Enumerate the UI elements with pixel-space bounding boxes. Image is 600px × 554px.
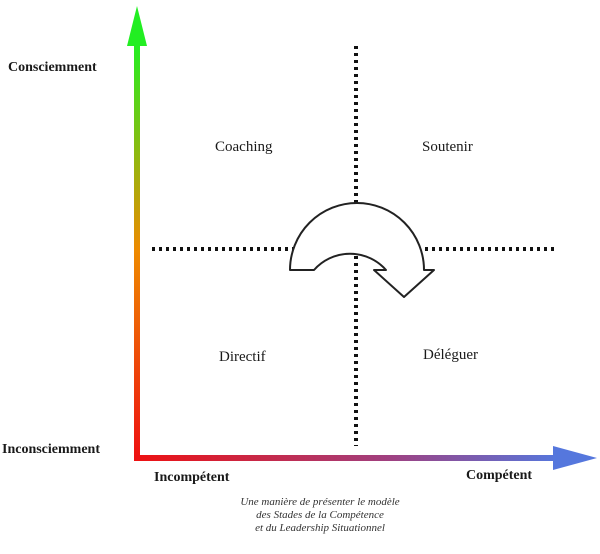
- horizontal-axis: [134, 446, 597, 470]
- vertical-axis: [127, 6, 147, 458]
- clockwise-arc-arrow-icon: [289, 202, 435, 298]
- caption-line-3: et du Leadership Situationnel: [255, 522, 385, 534]
- axis-label-consciemment: Consciemment: [8, 60, 97, 75]
- diagram-caption: Une manière de présenter le modèle des S…: [200, 496, 440, 535]
- caption-line-2: des Stades de la Compétence: [256, 509, 384, 521]
- axis-label-competent: Compétent: [466, 468, 533, 483]
- caption-line-1: Une manière de présenter le modèle: [240, 496, 400, 508]
- quadrant-label-coaching: Coaching: [215, 139, 273, 155]
- quadrant-label-soutenir: Soutenir: [422, 139, 473, 155]
- x-axis-arrowhead: [553, 446, 597, 470]
- y-axis-arrowhead: [127, 6, 147, 46]
- quadrant-label-deleguer: Déléguer: [423, 347, 478, 363]
- axis-label-incompetent: Incompétent: [154, 470, 230, 485]
- quadrant-label-directif: Directif: [219, 349, 266, 365]
- axis-label-inconsciemment: Inconsciemment: [2, 442, 100, 457]
